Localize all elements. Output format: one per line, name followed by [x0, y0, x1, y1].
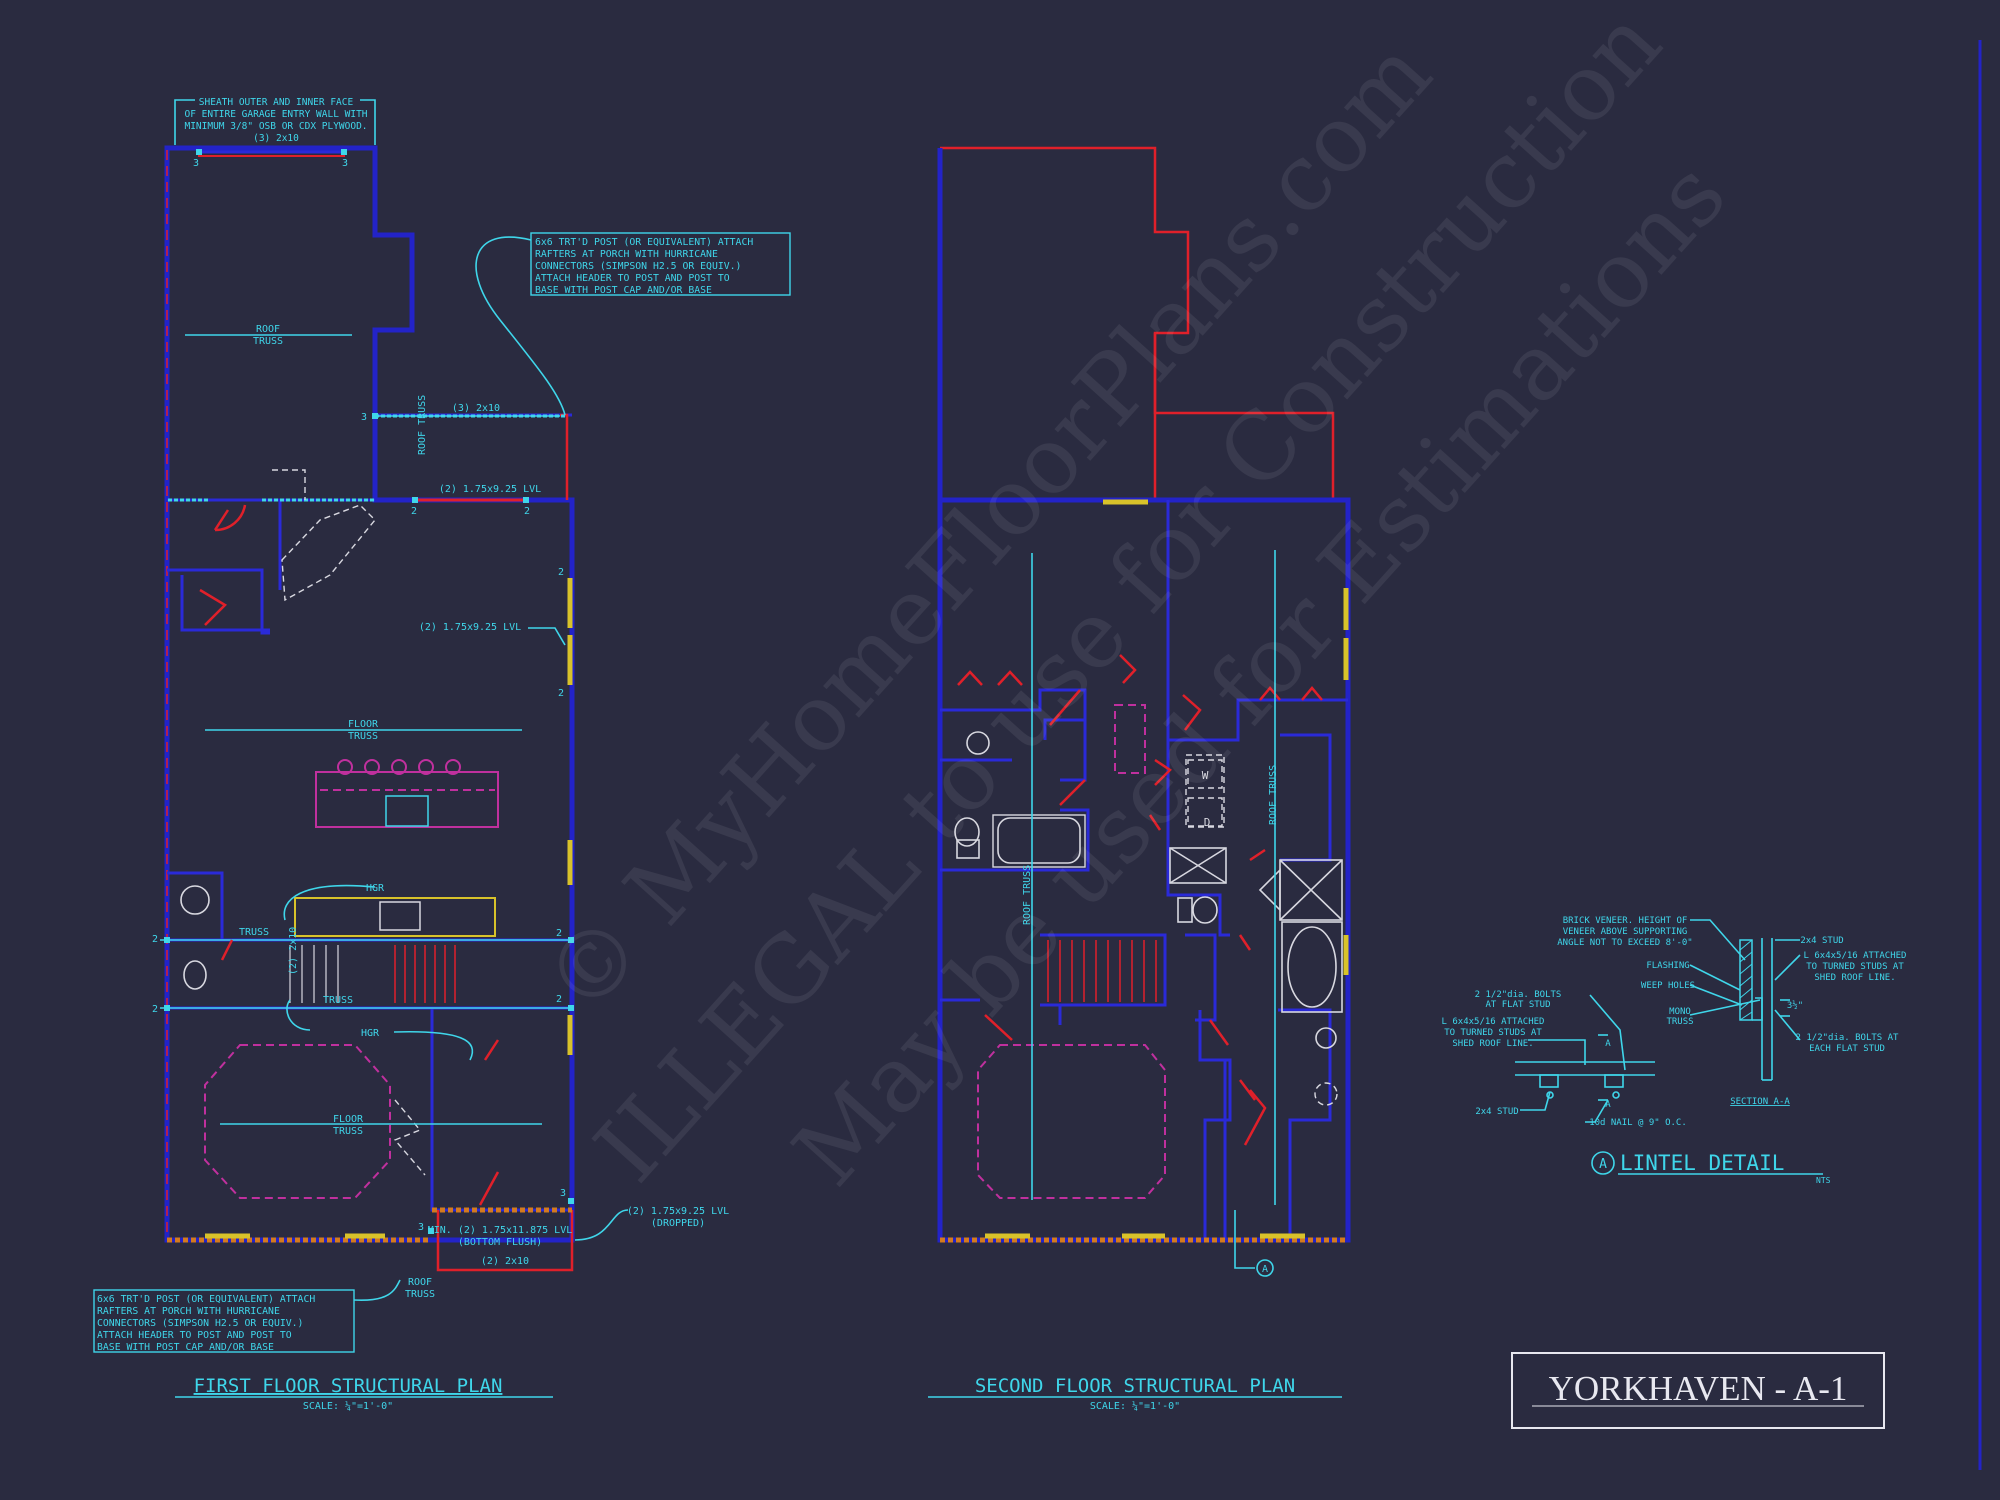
post-note-bottom-line: RAFTERS AT PORCH WITH HURRICANE	[97, 1306, 280, 1317]
post-mark: 2	[558, 567, 564, 578]
post-mark: 3	[560, 1188, 566, 1199]
floor-truss-label: TRUSS	[348, 731, 378, 742]
post-mark: 3	[361, 412, 367, 423]
sheet-title: YORKHAVEN - A-1	[1549, 1369, 1848, 1408]
roof-truss-label: ROOF	[408, 1277, 432, 1288]
lvl-label: (2) 1.75x9.25 LVL	[419, 622, 521, 633]
beam-label: (2) 2x10	[481, 1256, 529, 1267]
floor-truss-label: FLOOR	[348, 719, 379, 730]
lintel-note: 2 1/2"dia. BOLTS	[1475, 990, 1562, 1000]
lintel-note: L 6x4x5/16 ATTACHED	[1804, 951, 1907, 961]
roof-truss-label: ROOF	[256, 324, 280, 335]
post-note-bottom-line: BASE WITH POST CAP AND/OR BASE	[97, 1342, 274, 1353]
post-mark: 2	[556, 928, 562, 939]
lvl-label: MIN. (2) 1.75x11.875 LVL	[428, 1225, 573, 1236]
post-note-bottom-line: CONNECTORS (SIMPSON H2.5 OR EQUIV.)	[97, 1318, 303, 1329]
lintel-note: ANGLE NOT TO EXCEED 8'-0"	[1557, 938, 1692, 948]
section-label: SECTION A-A	[1730, 1097, 1790, 1107]
washer-label: W	[1202, 769, 1209, 782]
detail-tag: A	[1599, 1157, 1607, 1172]
post-note-top-line: CONNECTORS (SIMPSON H2.5 OR EQUIV.)	[535, 261, 741, 272]
sheath-note-line: OF ENTIRE GARAGE ENTRY WALL WITH	[184, 109, 367, 120]
watermark: © MyHomeFloorPlans.com ILLEGAL to use fo…	[524, 0, 1747, 1206]
post-mark: 2	[556, 994, 562, 1005]
lintel-note: AT FLAT STUD	[1485, 1000, 1550, 1010]
post-note-top-line: 6x6 TRT'D POST (OR EQUIVALENT) ATTACH	[535, 237, 753, 248]
post-mark: 2	[152, 1004, 158, 1015]
nts-label: NTS	[1816, 1176, 1831, 1185]
beam-label: (3) 2x10	[452, 403, 500, 414]
post-note-top-line: ATTACH HEADER TO POST AND POST TO	[535, 273, 730, 284]
dryer-label: D	[1204, 816, 1211, 829]
post-mark: 2	[411, 506, 417, 517]
roof-truss-label: TRUSS	[253, 336, 283, 347]
lvl-label: (2) 1.75x9.25 LVL	[439, 484, 541, 495]
post-mark: 3	[342, 158, 348, 169]
lintel-note: SHED ROOF LINE.	[1814, 973, 1895, 983]
post-mark: 2	[152, 934, 158, 945]
floor-truss-label: TRUSS	[333, 1126, 363, 1137]
roof-truss-vertical-label: ROOF TRUSS	[1268, 765, 1279, 825]
post-mark: 2	[558, 688, 564, 699]
lintel-note: SHED ROOF LINE.	[1452, 1039, 1533, 1049]
sheath-note-line: (3) 2x10	[253, 133, 299, 144]
lintel-note: MONO	[1669, 1007, 1691, 1017]
hgr-label: HGR	[361, 1028, 380, 1039]
lintel-title: LINTEL DETAIL	[1620, 1151, 1784, 1175]
roof-truss-vertical-label: ROOF TRUSS	[417, 395, 428, 455]
lintel-note: A	[1605, 1039, 1611, 1049]
post-mark: 3	[418, 1222, 424, 1233]
lintel-note: 2x4 STUD	[1475, 1107, 1518, 1117]
first-floor-title: FIRST FLOOR STRUCTURAL PLAN	[194, 1375, 503, 1397]
second-floor-title: SECOND FLOOR STRUCTURAL PLAN	[975, 1375, 1295, 1397]
post-mark: 3	[193, 158, 199, 169]
watermark-line: © MyHomeFloorPlans.com	[524, 20, 1452, 1034]
post-note-bottom-line: ATTACH HEADER TO POST AND POST TO	[97, 1330, 292, 1341]
floor-truss-label: FLOOR	[333, 1114, 364, 1125]
lvl-label: (BOTTOM FLUSH)	[458, 1237, 542, 1248]
lintel-note: TO TURNED STUDS AT	[1444, 1028, 1542, 1038]
post-note-bottom-line: 6x6 TRT'D POST (OR EQUIVALENT) ATTACH	[97, 1294, 315, 1305]
lintel-note: TRUSS	[1666, 1017, 1693, 1027]
lintel-note: EACH FLAT STUD	[1809, 1044, 1885, 1054]
first-floor-scale: SCALE: ¼"=1'-0"	[303, 1400, 393, 1412]
lintel-note: WEEP HOLES	[1641, 981, 1695, 991]
lintel-note: 10d NAIL @ 9" O.C.	[1589, 1118, 1687, 1128]
roof-truss-vertical-label: ROOF TRUSS	[1022, 865, 1033, 925]
sheath-note-line: SHEATH OUTER AND INNER FACE	[199, 97, 354, 108]
post-mark: 2	[524, 506, 530, 517]
lintel-detail: BRICK VENEER. HEIGHT OF VENEER ABOVE SUP…	[1442, 916, 1907, 1185]
lintel-note: FLASHING	[1646, 961, 1689, 971]
section-tag: A	[1262, 1264, 1268, 1275]
sheath-note-line: MINIMUM 3/8" OSB OR CDX PLYWOOD.	[184, 121, 367, 132]
lvl-dropped-label: (2) 1.75x9.25 LVL	[627, 1206, 729, 1217]
first-floor-plan: ROOF TRUSS 3 3 3 2 2 2 2 2 2 2 2 3 3	[93, 97, 791, 1412]
lvl-dropped-label: (DROPPED)	[651, 1218, 705, 1229]
lintel-note: 2 1/2"dia. BOLTS AT	[1796, 1033, 1900, 1043]
hgr-label: HGR	[366, 883, 385, 894]
lintel-note: 2x4 STUD	[1800, 936, 1843, 946]
lintel-note: VENEER ABOVE SUPPORTING	[1563, 927, 1688, 937]
lintel-note: TO TURNED STUDS AT	[1806, 962, 1904, 972]
post-note-top-line: RAFTERS AT PORCH WITH HURRICANE	[535, 249, 718, 260]
roof-truss-label: TRUSS	[405, 1289, 435, 1300]
truss-label: TRUSS	[239, 927, 269, 938]
lintel-note: BRICK VENEER. HEIGHT OF	[1563, 916, 1688, 926]
post-note-top-line: BASE WITH POST CAP AND/OR BASE	[535, 285, 712, 296]
truss-label: TRUSS	[323, 995, 353, 1006]
title-block: YORKHAVEN - A-1	[1511, 1352, 1885, 1429]
second-floor-scale: SCALE: ¼"=1'-0"	[1090, 1400, 1180, 1412]
lintel-note: L 6x4x5/16 ATTACHED	[1442, 1017, 1545, 1027]
stair-beam-label: (2) 2x10	[288, 927, 299, 975]
lintel-note: 3½"	[1787, 1000, 1803, 1011]
second-floor-plan: W D ROOF TRUSS ROOF TRUSS A	[928, 146, 1351, 1412]
lintel-note: A	[1605, 1100, 1611, 1110]
